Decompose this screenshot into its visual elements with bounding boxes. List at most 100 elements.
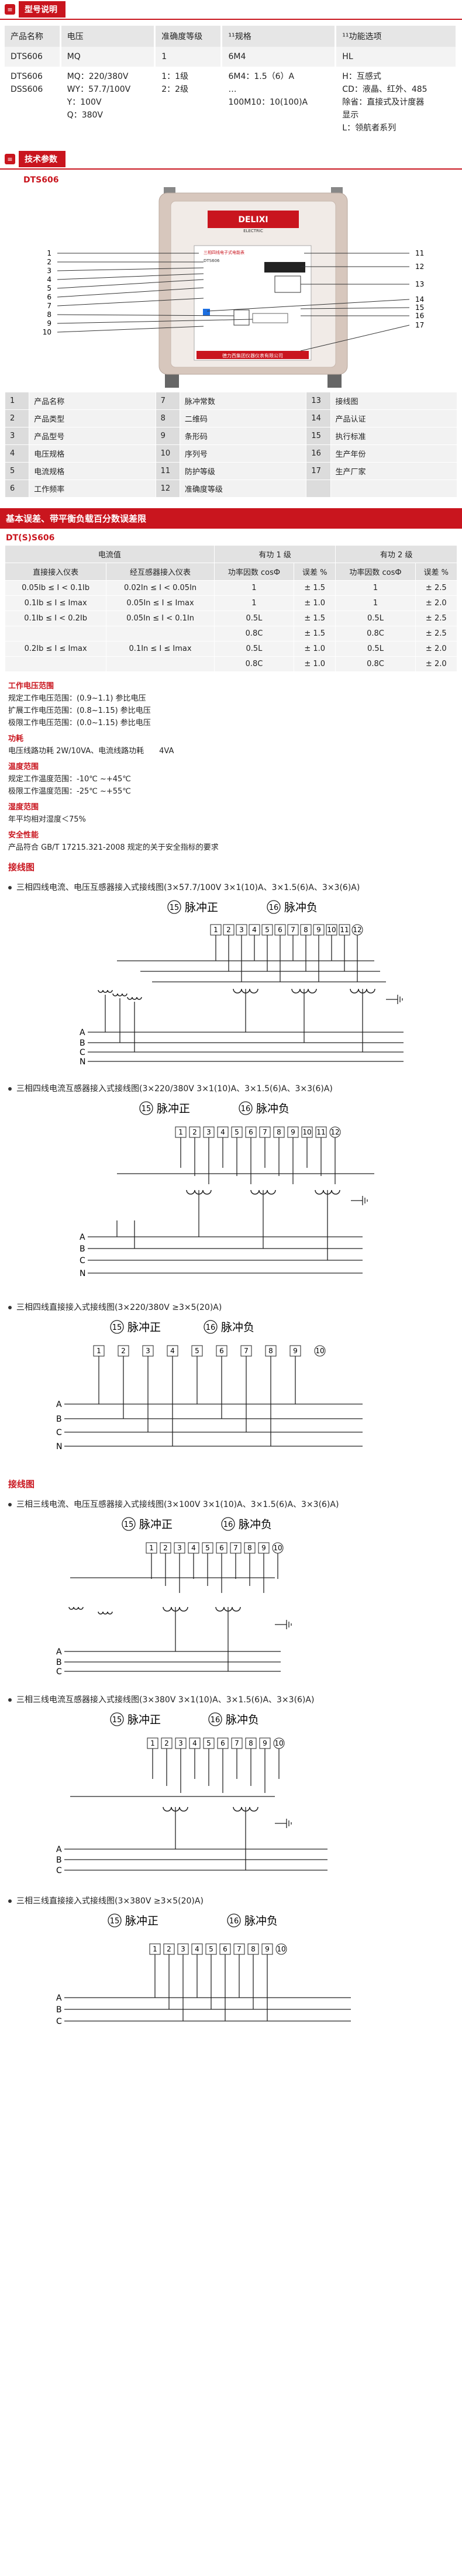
error-subtitle: DT(S)S606 [6, 533, 55, 543]
terminal-number: 8 [304, 926, 308, 934]
terminal-number: 2 [163, 1544, 168, 1552]
error-cell: ± 2.0 [415, 656, 458, 672]
part-label: 执行标准 [330, 427, 458, 445]
terminal-number: 8 [268, 1347, 273, 1355]
wiring-title-1: 接线图 [8, 862, 35, 873]
phase-label: N [56, 1442, 62, 1451]
terminal [314, 1345, 326, 1357]
part-label: 接线图 [330, 392, 458, 410]
terminal-number: 8 [247, 1544, 252, 1552]
phase-label: C [56, 1866, 62, 1875]
brand-sub: ELECTRIC [243, 229, 263, 233]
part-number: 7 [155, 392, 180, 410]
model-cell-functions: H：互感式 CD：液晶、红外、485 除省：直接式及计度器 显示 L：领航者系列 [335, 67, 457, 138]
meter-illustration: DTS606 DELIXI ELECTRIC 三相四线电子式电能表 DTS606 [0, 175, 462, 392]
voltage-line: 规定工作电压范围：(0.9~1.1) 参比电压 [8, 694, 146, 703]
error-cell: 0.1In ≤ I ≤ Imax [106, 641, 215, 657]
phase-label: A [56, 1647, 62, 1657]
pulse-15-circle [108, 1913, 122, 1927]
pulse-15-number: 15 [112, 1716, 122, 1725]
terminal-number: 9 [265, 1945, 270, 1953]
part-number: 6 [4, 480, 30, 498]
terminal-number: 7 [237, 1945, 242, 1953]
terminal-number: 3 [239, 926, 244, 934]
part-label: 产品型号 [29, 427, 156, 445]
error-cell: 0.5L [213, 611, 295, 626]
model-cell-voltages: MQ：220/380V WY：57.7/100V Y：100V Q：380V [60, 67, 156, 138]
terminal-number: 6 [249, 1128, 253, 1136]
error-cell: 0.2Ib ≤ I ≤ Imax [4, 641, 107, 657]
model-head-voltage: 电压 [60, 26, 156, 47]
ct-coil [112, 993, 127, 996]
cert-mark [203, 309, 210, 316]
right-callout-lines [206, 253, 410, 351]
part-number: 1 [4, 392, 30, 410]
pulse-16-circle [239, 1101, 253, 1115]
error-cell: ± 2.5 [415, 611, 458, 626]
model-cell: MQ [60, 47, 156, 67]
callout-13: 13 [415, 280, 424, 288]
pulse-15-circle [110, 1712, 124, 1726]
wiring-title-2: 接线图 [8, 1479, 35, 1489]
phase-label: C [56, 2017, 62, 2026]
brand-bar [208, 211, 299, 228]
terminal-number: 1 [96, 1347, 101, 1355]
tech-section-title: 技术参数 [19, 151, 65, 167]
pulse-16-number: 16 [223, 1520, 233, 1529]
terminal-number: 10 [277, 1945, 285, 1953]
part-number: 13 [306, 392, 331, 410]
callout-10: 10 [43, 328, 51, 336]
pulse-15-number: 15 [124, 1520, 134, 1529]
part-label: 生产厂家 [330, 462, 458, 480]
error-cell [4, 656, 107, 672]
err-subhead: 功率因数 cosФ [335, 563, 416, 581]
terminal-number: 12 [330, 1128, 339, 1136]
error-cell: 0.8C [335, 626, 416, 642]
meter-drawing: DELIXI ELECTRIC 三相四线电子式电能表 DTS606 德力西集团仪… [43, 187, 424, 388]
phase-label: B [56, 1415, 62, 1424]
temp-line: 极限工作温度范围：-25℃ ~+55℃ [8, 787, 131, 796]
error-section-bar: 基本误差、带平衡负载百分数误差限 [0, 508, 462, 529]
model-cell-accuracy: 1：1级 2：2级 [154, 67, 223, 138]
terminal-number: 1 [153, 1945, 157, 1953]
error-cell: 0.5L [335, 641, 416, 657]
terminal-number: 6 [278, 926, 282, 934]
diagram-6-title: 三相三线直接接入式接线图(3×380V ≥3×5(20)A) [0, 1887, 462, 1910]
error-cell: ± 1.0 [294, 656, 336, 672]
humidity-line: 年平均相对湿度＜75% [8, 815, 86, 824]
company-bar [196, 351, 309, 359]
pulse-15-number: 15 [170, 904, 180, 912]
terminal-number: 7 [233, 1544, 238, 1552]
safety-line: 产品符合 GB/T 17215.321-2008 规定的关于安全指标的要求 [8, 843, 219, 852]
terminal-number: 2 [164, 1739, 169, 1747]
terminal-number: 10 [315, 1347, 324, 1355]
terminal-number: 1 [213, 926, 218, 934]
callout-15: 15 [415, 304, 424, 312]
terminal-number: 5 [265, 926, 270, 934]
error-cell: 0.8C [213, 626, 295, 642]
terminal-number: 4 [195, 1945, 199, 1953]
terminal-number: 6 [220, 1739, 225, 1747]
ct-coil [98, 989, 113, 993]
lcd-display [264, 262, 305, 273]
pulse-negative-label: 脉冲负 [226, 1713, 259, 1726]
pulse-15-circle [110, 1320, 124, 1334]
pulse-negative-label: 脉冲负 [256, 1102, 289, 1115]
error-cell: ± 1.5 [294, 626, 336, 642]
terminal-number: 2 [192, 1128, 197, 1136]
pulse-positive-label: 脉冲正 [125, 1915, 158, 1927]
part-number: 15 [306, 427, 331, 445]
pulse-positive-label: 脉冲正 [127, 1321, 161, 1334]
